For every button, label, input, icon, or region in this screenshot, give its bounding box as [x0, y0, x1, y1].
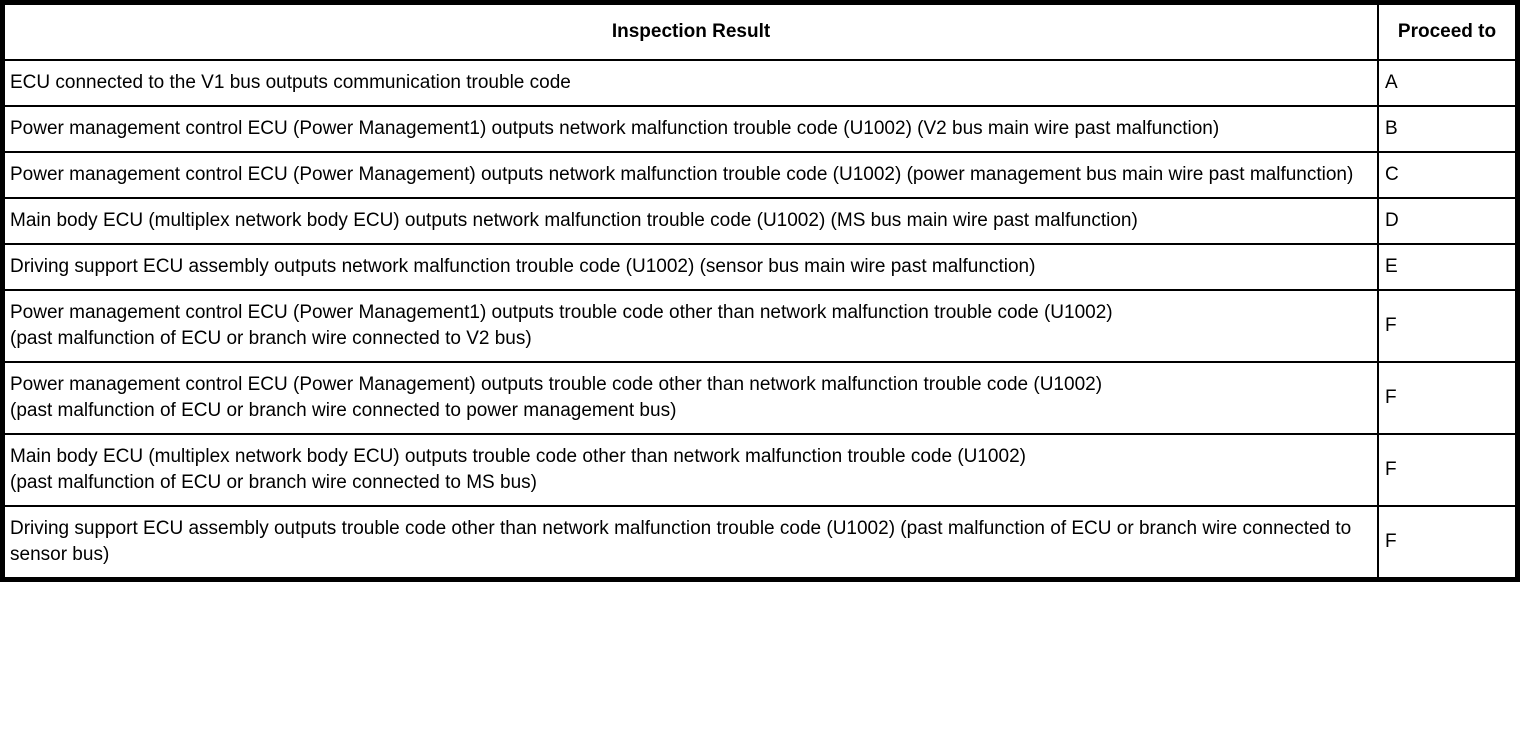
- inspection-result-table: Inspection Result Proceed to ECU connect…: [0, 0, 1520, 582]
- table-body: ECU connected to the V1 bus outputs comm…: [1, 59, 1519, 581]
- inspection-result-text: (past malfunction of ECU or branch wire …: [10, 328, 532, 349]
- inspection-result-text: Driving support ECU assembly outputs tro…: [10, 518, 1352, 565]
- proceed-to-cell: F: [1377, 289, 1519, 363]
- proceed-to-cell: F: [1377, 433, 1519, 507]
- table-row: Driving support ECU assembly outputs net…: [1, 243, 1519, 291]
- proceed-to-cell: E: [1377, 243, 1519, 291]
- inspection-result-cell: Power management control ECU (Power Mana…: [1, 105, 1380, 153]
- inspection-result-text: Main body ECU (multiplex network body EC…: [10, 210, 1138, 231]
- proceed-to-cell: B: [1377, 105, 1519, 153]
- table-row: Main body ECU (multiplex network body EC…: [1, 197, 1519, 245]
- inspection-result-text: (past malfunction of ECU or branch wire …: [10, 472, 537, 493]
- inspection-result-cell: Power management control ECU (Power Mana…: [1, 289, 1380, 363]
- inspection-result-text: Power management control ECU (Power Mana…: [10, 164, 1354, 185]
- inspection-result-cell: Power management control ECU (Power Mana…: [1, 361, 1380, 435]
- inspection-result-text: Driving support ECU assembly outputs net…: [10, 256, 1036, 277]
- proceed-to-cell: F: [1377, 361, 1519, 435]
- inspection-result-text: (past malfunction of ECU or branch wire …: [10, 400, 677, 421]
- inspection-result-text: Power management control ECU (Power Mana…: [10, 374, 1103, 395]
- inspection-result-cell: Driving support ECU assembly outputs net…: [1, 243, 1380, 291]
- inspection-result-text: ECU connected to the V1 bus outputs comm…: [10, 72, 571, 93]
- inspection-result-cell: Main body ECU (multiplex network body EC…: [1, 197, 1380, 245]
- inspection-result-cell: Main body ECU (multiplex network body EC…: [1, 433, 1380, 507]
- proceed-to-column-header: Proceed to: [1377, 1, 1519, 61]
- table-row: Power management control ECU (Power Mana…: [1, 289, 1519, 363]
- header-row: Inspection Result Proceed to: [1, 1, 1519, 61]
- proceed-to-cell: F: [1377, 505, 1519, 581]
- inspection-result-text: Power management control ECU (Power Mana…: [10, 302, 1113, 323]
- inspection-result-column-header: Inspection Result: [1, 1, 1380, 61]
- proceed-to-cell: C: [1377, 151, 1519, 199]
- inspection-result-text: Power management control ECU (Power Mana…: [10, 118, 1220, 139]
- inspection-result-cell: Power management control ECU (Power Mana…: [1, 151, 1380, 199]
- inspection-result-cell: Driving support ECU assembly outputs tro…: [1, 505, 1380, 581]
- proceed-to-cell: D: [1377, 197, 1519, 245]
- table-header: Inspection Result Proceed to: [1, 1, 1519, 61]
- table-row: Power management control ECU (Power Mana…: [1, 151, 1519, 199]
- table-row: Main body ECU (multiplex network body EC…: [1, 433, 1519, 507]
- table-row: Driving support ECU assembly outputs tro…: [1, 505, 1519, 581]
- table-row: Power management control ECU (Power Mana…: [1, 361, 1519, 435]
- table-row: ECU connected to the V1 bus outputs comm…: [1, 59, 1519, 107]
- proceed-to-cell: A: [1377, 59, 1519, 107]
- inspection-result-text: Main body ECU (multiplex network body EC…: [10, 446, 1026, 467]
- inspection-result-cell: ECU connected to the V1 bus outputs comm…: [1, 59, 1380, 107]
- table-row: Power management control ECU (Power Mana…: [1, 105, 1519, 153]
